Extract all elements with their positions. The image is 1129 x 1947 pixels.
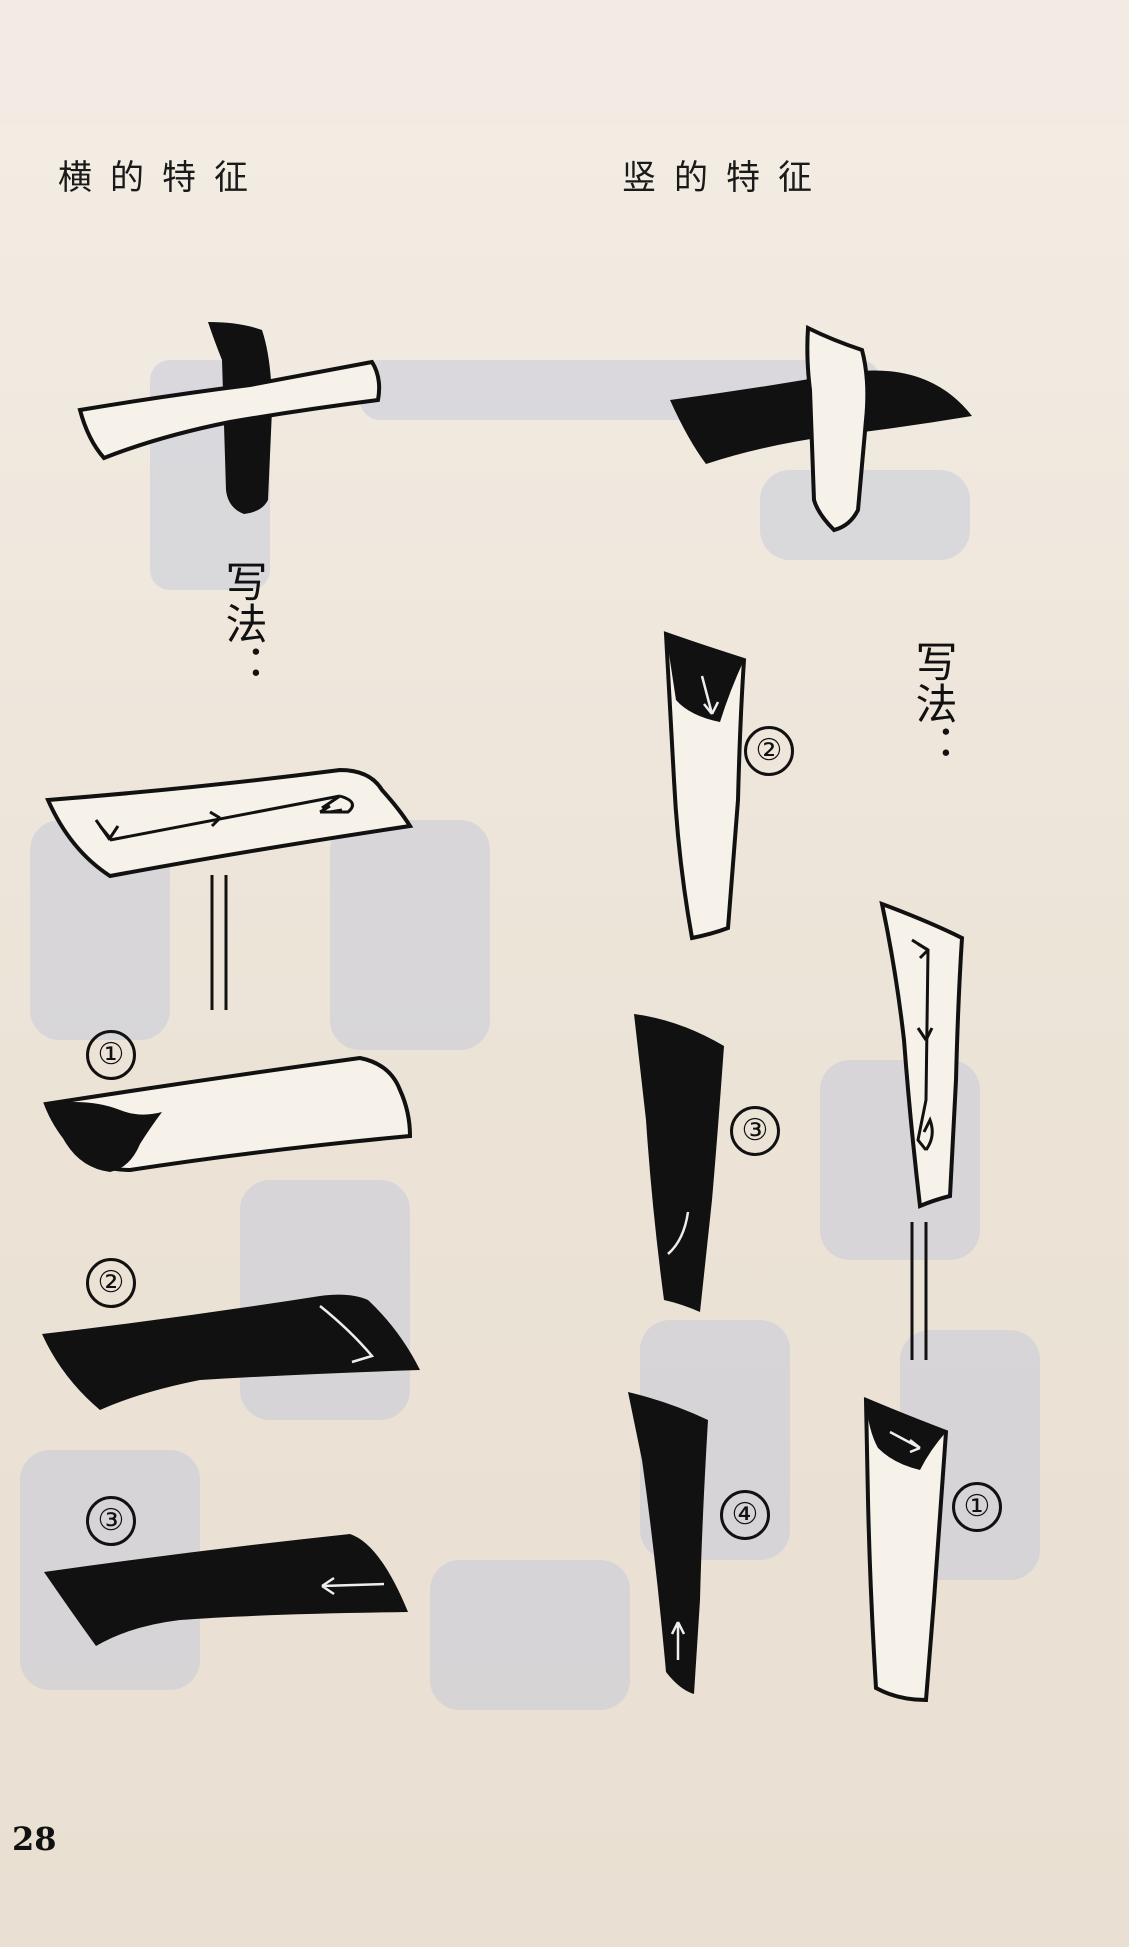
horizontal-step-3-marker: ③ xyxy=(86,1496,136,1546)
writing-method-label-left: 写法： xyxy=(212,560,272,686)
vertical-step-3-marker: ③ xyxy=(730,1106,780,1156)
vertical-step-4-stroke xyxy=(628,1392,708,1694)
horizontal-equals-lines xyxy=(212,875,226,1010)
horizontal-feature-cross xyxy=(80,322,379,514)
heading-horizontal-feature: 横的特征 xyxy=(58,150,266,199)
horizontal-step-2-marker: ② xyxy=(86,1258,136,1308)
vertical-step-2-marker: ② xyxy=(744,726,794,776)
vertical-step-3-stroke xyxy=(634,1014,724,1312)
horizontal-step-1-marker: ① xyxy=(86,1030,136,1080)
vertical-step-1-stroke xyxy=(866,1400,946,1700)
vertical-step-4-marker: ④ xyxy=(720,1490,770,1540)
page-number: 28 xyxy=(12,1820,57,1858)
writing-method-label-right: 写法： xyxy=(902,640,962,766)
vertical-step-2-stroke xyxy=(666,634,744,938)
vertical-step-1-marker: ① xyxy=(952,1482,1002,1532)
heading-vertical-feature: 竖的特征 xyxy=(622,150,830,199)
